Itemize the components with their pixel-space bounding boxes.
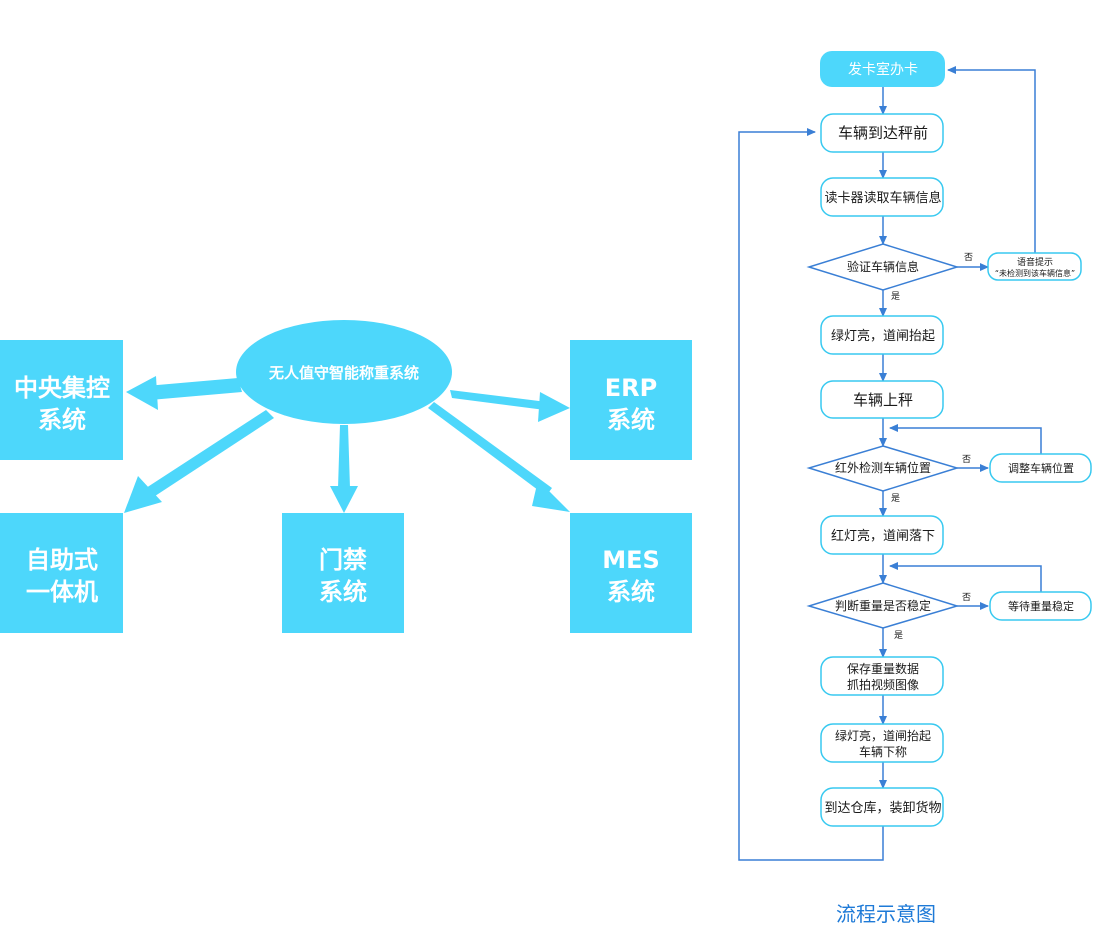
flow-stable-label: 判断重量是否稳定 [835,598,931,613]
label-yes-infrared: 是 [891,493,900,504]
flowchart: 发卡室办卡 车辆到达秤前 读卡器读取车辆信息 验证车辆信息 绿灯亮，道闸抬起 [738,51,1092,926]
arrow-to-central-control [126,376,242,410]
flow-caption: 流程示意图 [836,902,936,926]
access-control-line1: 门禁 [319,546,367,574]
access-control-line2: 系统 [319,578,367,606]
flow-save-line1: 保存重量数据 [847,661,919,676]
flow-node-red-down [820,515,944,555]
arrow-to-self-service [124,410,274,513]
flow-node-voice-prompt [987,252,1082,281]
flow-node-on-scale [820,380,944,419]
flow-red-down-label: 红灯亮，道闸落下 [831,528,935,544]
label-no-verify: 否 [964,252,973,263]
center-system-node: 无人值守智能称重系统 [236,320,452,424]
flow-node-read [820,177,944,217]
flow-node-adjust [989,453,1092,483]
label-yes-stable: 是 [894,630,903,641]
arrow-to-mes [428,402,570,512]
box-mes: MES 系统 [570,513,692,633]
flow-voice-line1: 语音提示 [1017,256,1053,268]
flow-adjust-label: 调整车辆位置 [1008,461,1074,475]
central-control-line1: 中央集控 [14,374,110,402]
flow-save-line2: 抓拍视频图像 [847,677,919,692]
box-access-control: 门禁 系统 [282,513,404,633]
arrow-to-erp [450,390,570,422]
flow-voice-line2: “未检测到该车辆信息” [995,268,1075,278]
flow-decision-stable [806,582,960,629]
box-self-service: 自助式 一体机 [0,513,123,633]
flow-on-scale-label: 车辆上秤 [853,391,913,409]
label-yes-verify: 是 [891,291,900,302]
box-erp: ERP 系统 [570,340,692,460]
mes-line1: MES [602,546,660,574]
flow-read-label: 读卡器读取车辆信息 [824,190,941,206]
flow-node-save [820,656,944,696]
erp-line2: 系统 [607,406,655,434]
self-service-line1: 自助式 [26,546,98,574]
mes-line2: 系统 [607,578,655,606]
flow-node-start: 发卡室办卡 [820,51,945,87]
flow-warehouse-label: 到达仓库，装卸货物 [824,800,941,816]
flow-wait-label: 等待重量稳定 [1008,599,1074,613]
flow-node-green-leave [820,723,944,763]
flow-infrared-label: 红外检测车辆位置 [835,460,931,475]
label-no-infrared: 否 [962,454,971,465]
erp-line1: ERP [605,374,657,402]
flow-node-warehouse [820,787,944,827]
flow-arrive-label: 车辆到达秤前 [838,124,928,142]
flow-green-up-label: 绿灯亮，道闸抬起 [831,328,935,344]
flow-decision-verify [806,243,960,291]
center-system-label: 无人值守智能称重系统 [268,364,419,382]
central-control-line2: 系统 [38,406,86,434]
flow-green-leave-line1: 绿灯亮，道闸抬起 [835,728,931,743]
label-no-stable: 否 [962,592,971,603]
flow-node-wait [989,591,1092,621]
self-service-line2: 一体机 [26,578,98,606]
flow-connectors [738,66,1042,861]
flow-start-label: 发卡室办卡 [848,61,918,78]
flow-green-leave-line2: 车辆下称 [859,744,907,759]
system-diagram: 无人值守智能称重系统 中央集控 系统 ERP 系统 自助式 一体机 门禁 系统 [0,320,692,633]
box-central-control: 中央集控 系统 [0,340,123,460]
flow-decision-infrared [806,445,960,492]
flow-verify-label: 验证车辆信息 [847,259,919,274]
flow-node-arrive [820,113,944,153]
flow-node-green-up [820,315,944,355]
arrow-to-access-control [330,425,358,513]
